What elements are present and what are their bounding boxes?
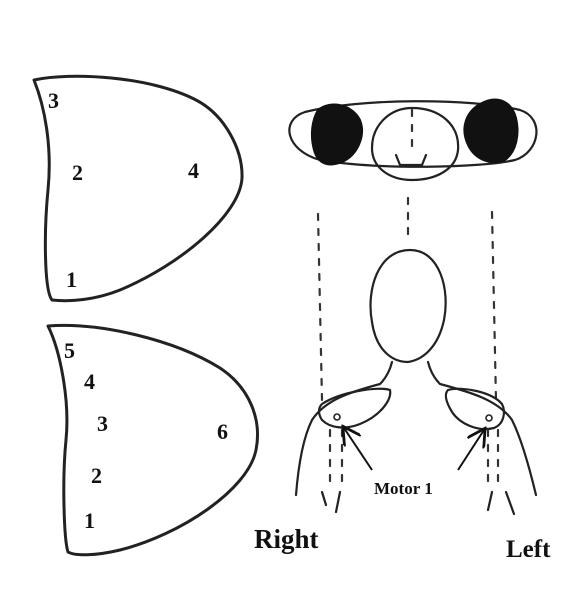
left-label: Left [506, 536, 551, 563]
motor-1-dot-left [486, 415, 492, 421]
motor-arrow-right [344, 428, 372, 470]
motor-1-label: Motor 1 [374, 479, 433, 498]
motor-1-dot-right [334, 414, 340, 420]
left-shoulder-pad-top-view [464, 100, 517, 163]
right-shoulder-pad-top-view [312, 105, 362, 165]
right-label: Right [254, 524, 319, 554]
bottom-pad-number-2: 2 [91, 463, 102, 488]
top-pad-number-2: 2 [72, 160, 83, 185]
top-pad-number-4: 4 [188, 158, 199, 183]
right-arm-end [322, 492, 340, 512]
bottom-pad-number-1: 1 [84, 508, 95, 533]
right-shoulder-pad-front [319, 389, 390, 428]
head-top-view [372, 108, 458, 180]
top-pad-number-3: 3 [48, 88, 59, 113]
nose-mark [396, 155, 426, 165]
head-front-view [371, 250, 446, 362]
guide-lines [318, 198, 496, 400]
bottom-pad-number-6: 6 [217, 419, 228, 444]
motor-arrow-left [458, 430, 484, 470]
guide-line-right [318, 214, 322, 400]
top-pad-number-1: 1 [66, 267, 77, 292]
guide-line-left [492, 212, 496, 400]
top-pad: 3 2 4 1 [34, 76, 242, 300]
left-arm-end [488, 492, 514, 514]
front-view [296, 250, 536, 514]
bottom-pad-number-5: 5 [64, 338, 75, 363]
bottom-pad-number-4: 4 [84, 369, 95, 394]
top-view [289, 100, 536, 180]
motor-label-group: Motor 1 [344, 428, 484, 498]
bottom-pad: 5 4 3 6 2 1 [48, 325, 258, 554]
bottom-pad-number-3: 3 [97, 411, 108, 436]
